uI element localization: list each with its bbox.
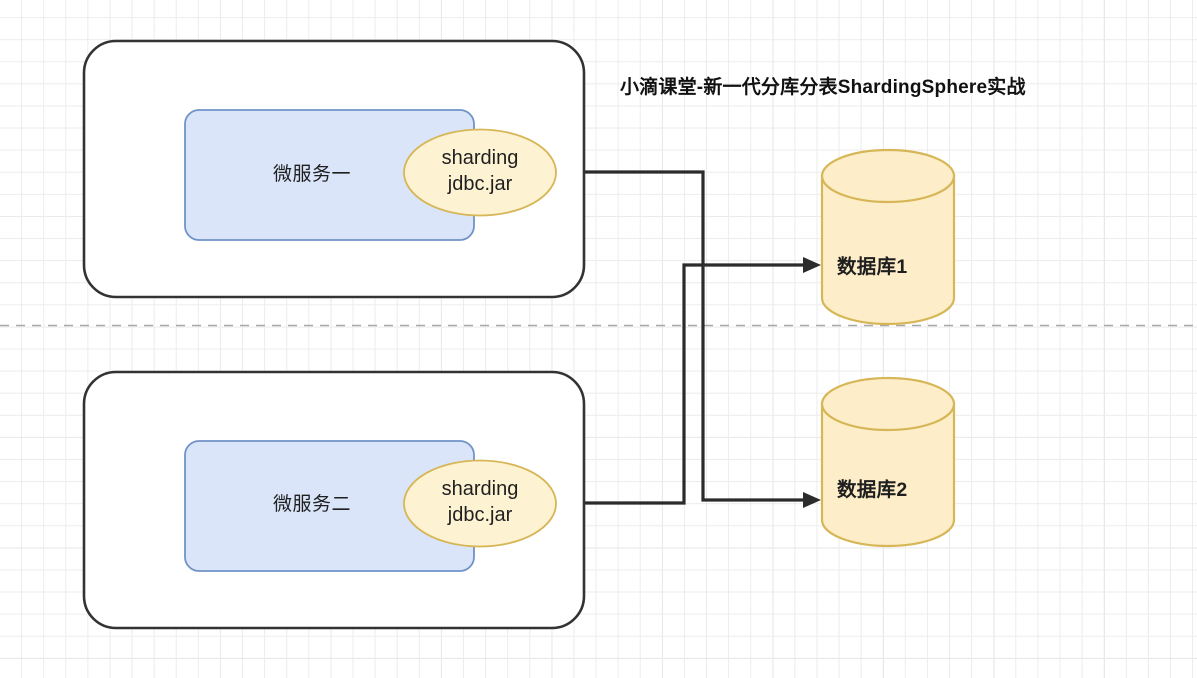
edge-service1-to-db2[interactable] [556,170,821,508]
sharding-jar-label-2: sharding jdbc.jar [416,476,544,529]
database-cylinder-1[interactable] [820,148,956,326]
jar-label-line-1: sharding [441,478,519,500]
jar-label-line-2: jdbc.jar [447,173,513,196]
service-container-1[interactable] [82,39,586,299]
database-cylinder-2[interactable] [820,376,956,548]
edge-service2-to-db1[interactable] [556,257,821,505]
database-label-2: 数据库2 [837,479,908,501]
service-label-1: 微服务一 [273,164,352,185]
diagram-title: 小滴课堂-新一代分库分表ShardingSphere实战 [620,77,1026,98]
jar-label-line-2: jdbc.jar [447,504,513,527]
service-label-2: 微服务二 [273,494,352,515]
sharding-jar-ellipse-1 [403,128,557,217]
jar-label-line-1: sharding [441,147,519,169]
database-label-1: 数据库1 [837,256,908,278]
sharding-jar-label-1: sharding jdbc.jar [416,145,544,198]
sharding-jar-ellipse-2 [403,459,557,548]
service-container-2[interactable] [82,370,586,630]
